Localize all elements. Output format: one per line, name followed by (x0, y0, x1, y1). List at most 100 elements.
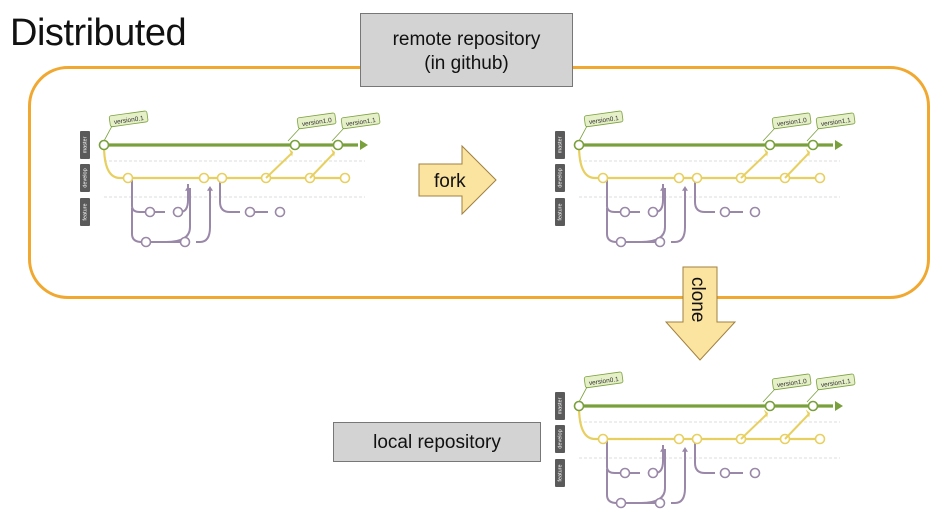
remote-repository-line1: remote repository (392, 29, 541, 50)
master-commit-node (98, 139, 110, 151)
version-tag-label: version0.1 (589, 376, 620, 387)
branch-graph-local: master develop feature version0.1 version1.0… (555, 371, 856, 509)
feature-merge-b (671, 188, 686, 243)
lane-label-feature: feature (557, 203, 563, 220)
branch-graph-fork: master develop feature version0.1 version1.0… (555, 110, 856, 248)
feature-commit-node (244, 206, 256, 218)
lane-tag-develop (555, 425, 565, 453)
version-tag (108, 110, 149, 128)
feature-branch-path-3 (694, 178, 715, 213)
version-tag-label: version1.0 (777, 117, 808, 128)
local-repository-label: local repository (333, 422, 541, 462)
lane-label-develop: develop (557, 429, 563, 448)
master-to-develop-branch (102, 144, 128, 180)
develop-commit-node (122, 172, 134, 184)
feature-commit-node (654, 497, 666, 509)
develop-commit-node (673, 433, 685, 445)
version-tag (771, 373, 812, 391)
feature-branch-path-1 (131, 178, 146, 213)
version-tag (296, 112, 337, 130)
lane-tag-develop (555, 164, 565, 192)
release-line-2 (309, 152, 335, 179)
develop-commit-node (198, 172, 210, 184)
release-line-1 (740, 152, 768, 179)
version-tag (583, 371, 624, 389)
remote-repository-label: remote repository (in github) (360, 13, 573, 87)
master-arrowhead (360, 140, 368, 150)
page-title: Distributed (10, 12, 187, 54)
feature-commit-node (749, 206, 761, 218)
release-arrowhead-2 (330, 148, 335, 157)
release-line-2 (784, 152, 810, 179)
develop-commit-node (691, 172, 703, 184)
lane-label-master: master (557, 397, 563, 414)
feature-merge-arrowhead (660, 186, 666, 191)
version-tag-pointer (762, 127, 776, 142)
feature-commit-node (619, 206, 631, 218)
version-tag-pointer (578, 125, 588, 142)
develop-commit-node (216, 172, 228, 184)
lane-tag-feature (555, 459, 565, 487)
version-tag-pointer (762, 388, 776, 403)
release-arrowhead-2 (805, 148, 810, 157)
release-line-1 (265, 152, 293, 179)
feature-commit-node (615, 236, 627, 248)
lane-label-develop: develop (82, 168, 88, 187)
lane-label-master: master (82, 136, 88, 153)
lane-tag-feature (80, 198, 90, 226)
master-arrowhead (835, 401, 843, 411)
version-tag-label: version0.1 (589, 115, 620, 126)
master-to-develop-branch (577, 405, 603, 441)
version-tag (340, 112, 381, 130)
master-commit-node (573, 400, 585, 412)
lane-tag-master (555, 131, 565, 159)
lane-label-feature: feature (557, 464, 563, 481)
master-commit-node (332, 139, 344, 151)
feature-commit-node (719, 467, 731, 479)
master-commit-node (764, 139, 776, 151)
version-tag-label: version1.0 (302, 117, 333, 128)
lane-label-feature: feature (82, 203, 88, 220)
feature-commit-node (719, 206, 731, 218)
version-tag-pointer (806, 127, 820, 142)
feature-branch-path-3 (694, 439, 715, 474)
feature-merge-b (196, 188, 211, 243)
remote-repository-line2: (in github) (424, 52, 509, 74)
feature-commit-node (179, 236, 191, 248)
version-tag-label: version1.0 (777, 378, 808, 389)
feature-commit-node (654, 236, 666, 248)
feature-merge-b (671, 449, 686, 504)
version-tag-pointer (331, 127, 345, 142)
feature-commit-node (274, 206, 286, 218)
develop-commit-node (597, 433, 609, 445)
feature-merge-arrowhead (660, 447, 666, 452)
feature-branch-path-1 (606, 178, 621, 213)
feature-commit-node (749, 467, 761, 479)
feature-commit-node (615, 497, 627, 509)
master-commit-node (807, 139, 819, 151)
version-tag-label: version1.1 (346, 117, 377, 128)
lane-label-master: master (557, 136, 563, 153)
release-arrowhead-1 (763, 409, 768, 418)
master-commit-node (289, 139, 301, 151)
feature-commit-node (144, 206, 156, 218)
lane-label-develop: develop (557, 168, 563, 187)
develop-commit-node (597, 172, 609, 184)
release-line-2 (784, 413, 810, 440)
master-commit-node (764, 400, 776, 412)
develop-commit-node (814, 433, 826, 445)
feature-commit-node (647, 206, 659, 218)
feature-commit-node (647, 467, 659, 479)
branch-graph-remote: master develop feature version0.1 version1.0… (80, 110, 381, 248)
version-tag-label: version1.1 (821, 378, 852, 389)
feature-branch-path-1 (606, 439, 621, 474)
version-tag (583, 110, 624, 128)
version-tag-pointer (103, 125, 113, 142)
version-tag (771, 112, 812, 130)
master-arrowhead (835, 140, 843, 150)
master-to-develop-branch (577, 144, 603, 180)
lane-tag-develop (80, 164, 90, 192)
clone-arrow (665, 266, 737, 361)
lane-tag-master (80, 131, 90, 159)
version-tag-label: version0.1 (114, 115, 145, 126)
